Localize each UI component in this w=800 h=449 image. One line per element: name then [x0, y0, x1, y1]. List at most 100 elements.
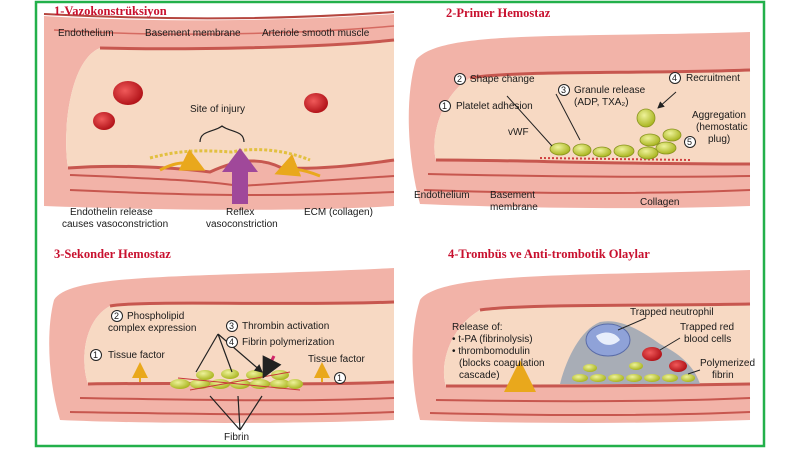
platelet	[170, 379, 190, 389]
step-fibrin-polymerization: Fibrin polymerization	[242, 337, 334, 348]
label-basement: Basement	[490, 190, 535, 201]
step-tissue-factor-right: Tissue factor	[308, 354, 366, 365]
muscle-line	[423, 173, 751, 194]
fibrin-pointers	[209, 395, 263, 431]
platelet	[583, 364, 597, 372]
label-tpa: • t-PA (fibrinolysis)	[452, 334, 533, 345]
trapped-rbc	[669, 360, 687, 372]
platelet	[662, 128, 682, 142]
label-ecm: ECM (collagen)	[304, 207, 373, 218]
step-granule-release-sub: (ADP, TXA₂)	[574, 97, 629, 108]
label-neutrophil: Trapped neutrophil	[630, 307, 714, 318]
label-vwf: vWF	[508, 127, 529, 138]
platelet	[644, 374, 660, 382]
step-number: 3	[229, 321, 234, 331]
muscle-line	[429, 397, 751, 417]
label-site-of-injury: Site of injury	[190, 104, 245, 115]
label-reflex-2: vasoconstriction	[206, 219, 278, 230]
panel-title: 4-Trombüs ve Anti-trombotik Olaylar	[448, 247, 650, 261]
label-endothelin: Endothelin release	[70, 207, 153, 218]
step-marker	[684, 136, 696, 148]
step-marker	[111, 310, 123, 322]
red-blood-cell	[93, 112, 115, 130]
label-rbc: Trapped red	[680, 322, 734, 333]
panel-vasoconstriction: 1-Vazokonstrüksiyon Endothelium Basement…	[43, 4, 395, 230]
step-number: 1	[93, 350, 98, 360]
platelet	[590, 374, 606, 382]
step-shape-change: Shape change	[470, 74, 535, 85]
step-number: 1	[442, 101, 447, 111]
step-aggregation-sub1: (hemostatic	[696, 122, 748, 133]
step-number: 5	[687, 137, 692, 147]
label-reflex: Reflex	[226, 207, 254, 218]
step-phospholipid-sub: complex expression	[108, 323, 196, 334]
step-marker	[669, 72, 681, 84]
panel-secondary-hemostasis: 3-Sekonder Hemostaz 2 Phospholipid compl…	[49, 247, 395, 443]
endothelin-arrow	[159, 149, 206, 172]
step-number: 4	[672, 73, 677, 83]
thrombin-arrow	[262, 355, 282, 379]
step-number: 3	[561, 85, 566, 95]
platelet	[639, 133, 661, 147]
step-marker	[90, 349, 102, 361]
platelet	[196, 370, 214, 380]
step-tissue-factor: Tissue factor	[108, 350, 166, 361]
muscle-line-3	[53, 25, 395, 35]
vessel-lumen	[66, 40, 395, 172]
label-basement-2: membrane	[490, 202, 538, 213]
platelet	[190, 379, 210, 389]
platelet	[626, 374, 642, 382]
label-rbc-2: blood cells	[684, 334, 731, 345]
platelet	[287, 379, 303, 389]
label-release: Release of:	[452, 322, 503, 333]
endothelium-layer	[435, 68, 751, 166]
label-basement-membrane: Basement membrane	[145, 28, 241, 39]
platelet	[250, 379, 270, 389]
trapped-rbc	[642, 347, 662, 361]
platelet	[681, 374, 695, 382]
vessel-wall	[49, 268, 394, 423]
thrombus-platelets	[572, 362, 695, 382]
label-collagen: Collagen	[640, 197, 679, 208]
endothelium-layer	[445, 302, 751, 388]
platelet	[629, 362, 643, 370]
leader-lines	[506, 93, 581, 147]
recruitment-pointer	[657, 91, 677, 109]
label-endothelium: Endothelium	[414, 190, 470, 201]
step-marker	[454, 73, 466, 85]
step-phospholipid: Phospholipid	[127, 311, 184, 322]
step-number: 2	[457, 74, 462, 84]
platelet	[655, 141, 677, 155]
recruited-platelet	[636, 108, 656, 128]
label-fibrin: fibrin	[712, 370, 734, 381]
injury-brace	[199, 125, 245, 143]
platelet	[637, 146, 659, 160]
platelet	[613, 144, 635, 158]
green-frame	[34, 0, 766, 448]
muscle-line	[69, 397, 395, 416]
label-thrombomodulin-3: cascade)	[459, 370, 500, 381]
red-blood-cell	[304, 93, 328, 113]
platelet	[608, 374, 624, 382]
label-thrombomodulin: • thrombomodulin	[452, 346, 530, 357]
panel-thrombus: 4-Trombüs ve Anti-trombotik Olaylar Rele…	[412, 247, 755, 423]
label-thrombomodulin-2: (blocks coagulation	[459, 358, 545, 369]
label-endothelium: Endothelium	[58, 28, 114, 39]
neutrophil-nucleus	[596, 332, 620, 345]
panel-title: 2-Primer Hemostaz	[446, 6, 551, 20]
endothelin-arrow-right	[274, 154, 321, 178]
step-marker	[558, 84, 570, 96]
platelet	[549, 142, 571, 156]
label-smooth-muscle: Arteriole smooth muscle	[262, 28, 370, 39]
platelet	[270, 379, 290, 389]
step-aggregation-sub2: plug)	[708, 134, 730, 145]
step-platelet-adhesion: Platelet adhesion	[456, 101, 533, 112]
step-thrombin: Thrombin activation	[242, 321, 329, 332]
exposed-ecm	[149, 148, 311, 162]
step-number: 4	[229, 337, 234, 347]
platelet	[572, 374, 588, 382]
muscle-line-2	[69, 189, 395, 197]
label-fibrin: Fibrin	[224, 432, 249, 443]
platelet-plug	[549, 108, 682, 160]
